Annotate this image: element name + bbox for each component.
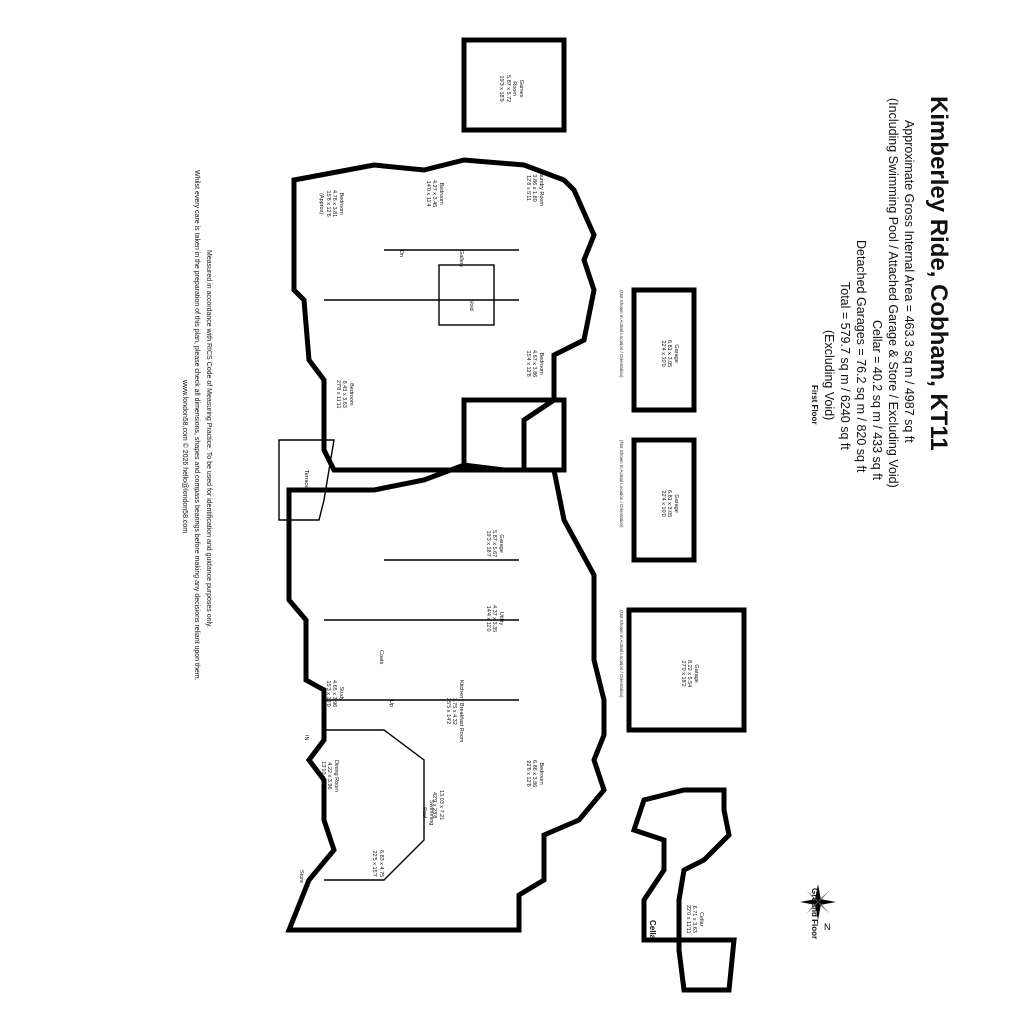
- first-bedroom-2-label: Bedroom 4.67 x 3.86 15'4 x 12'8: [525, 350, 544, 378]
- first-floor-outline: [291, 157, 597, 473]
- utility-label: Utility 4.37 x 3.35 14'4 x 11'0: [485, 605, 504, 633]
- void-outline: [438, 264, 495, 326]
- cellar-outline: [630, 787, 737, 993]
- games-room-label: Games Room 5.87 x 5.72 19'3 x 18'9: [498, 75, 525, 103]
- detached-garages: [626, 287, 747, 733]
- laundry-room-label: Laundry Room 3.86 x 1.80 12'8 x 5'11: [525, 170, 544, 207]
- terrace-label: Terrace: [303, 470, 309, 489]
- not-shown-note-1: (Not Shown In Actual Location / Orientat…: [619, 610, 624, 698]
- not-shown-note-3: (Not Shown In Actual Location / Orientat…: [619, 290, 624, 378]
- ground-bedroom-label: Bedroom 6.86 x 3.86 22'6 x 12'8: [525, 760, 544, 788]
- footer-line-3: www.london58.com © 2026 hello@london58.c…: [181, 380, 188, 534]
- entrance-label: IN: [303, 735, 309, 741]
- detached-garage-3-outline: [631, 287, 697, 413]
- first-bedroom-4-label: Bedroom 4.27 x 3.45 14'0 x 11'4: [425, 180, 444, 208]
- footer-line-1: Measured in accordance with RICS Code of…: [205, 250, 212, 628]
- void-label: Void: [468, 300, 474, 311]
- cellar-room-label: Cellar 6.71 x 3.63 22'0 x 11'11: [685, 905, 704, 934]
- ground-floor-walls: [285, 397, 607, 933]
- kitchen-label: Kitchen / Breakfast Room 7.75 x 4.32 25'…: [445, 680, 464, 743]
- terrace-outline: [278, 439, 335, 521]
- gallery-label: Gallery: [458, 250, 464, 268]
- coats-label: Coats: [378, 650, 384, 665]
- footer-line-2: Whilst every care is taken in the prepar…: [193, 170, 200, 681]
- detached-garage-1-outline: [626, 607, 747, 733]
- first-floor-walls: [278, 37, 597, 521]
- not-shown-note-2: (Not Shown In Actual Location / Orientat…: [619, 440, 624, 528]
- pool-outline: [324, 729, 425, 881]
- games-room-outline: [461, 37, 567, 133]
- detached-garage-2-label: Garage 6.81 x 3.05 22'4 x 10'0: [660, 490, 679, 518]
- stair-up-label: Up: [388, 700, 394, 708]
- compass-icon: N: [800, 884, 836, 932]
- detached-garage-3-label: Garage 6.81 x 3.05 22'4 x 10'0: [660, 340, 679, 368]
- lounge-dimensions: 6.83 x 4.75 22'5 x 15'7: [371, 850, 385, 878]
- stair-down-label: Dn: [398, 250, 404, 258]
- first-bedroom-1-label: Bedroom 8.43 x 3.63 27'8 x 11'11: [335, 380, 354, 409]
- study-label: Study 4.65 x 3.96 15'3 x 13'0: [325, 680, 344, 708]
- attached-garage-outline: [461, 397, 567, 473]
- first-bedroom-3-label: Bedroom 4.78 x 3.81 15'8 x 12'6 (Approx): [318, 190, 345, 218]
- attached-garage-label: Garage 5.87 x 5.67 19'3 x 18'7: [485, 530, 504, 558]
- store-label: Store: [298, 870, 304, 884]
- swimming-pool-dimensions: 13.03 x 7.21 42'9 x 23'8: [431, 790, 445, 821]
- compass-north-label: N: [824, 922, 831, 932]
- detached-garage-1-label: Garage 8.22 x 5.54 27'0 x 18'2: [680, 660, 699, 688]
- detached-garage-2-outline: [631, 437, 697, 563]
- cellar-walls: [630, 787, 737, 993]
- dining-room-label: Dining Room 4.22 x 3.96 13'10 x 13'0: [320, 760, 339, 792]
